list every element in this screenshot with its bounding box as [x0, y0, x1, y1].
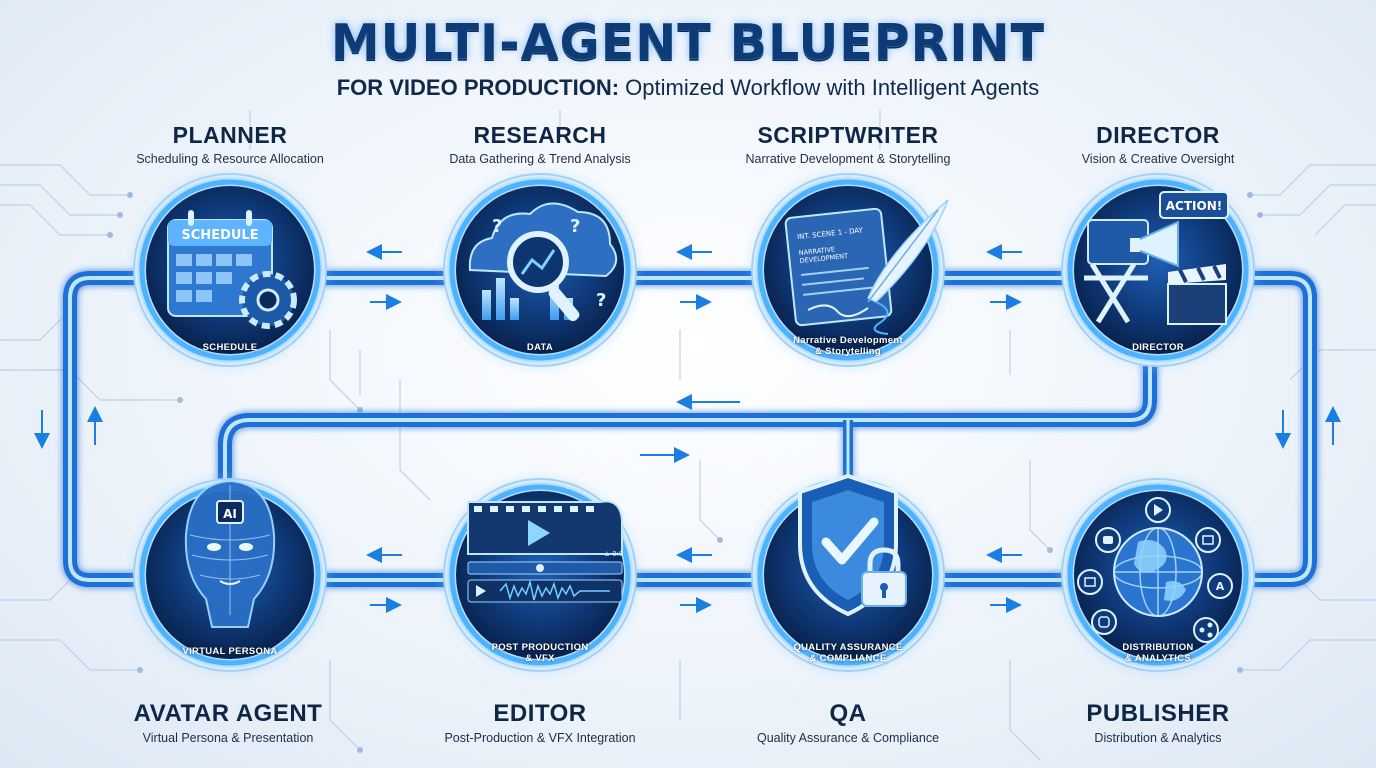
node-qa-heading: QA Quality Assurance & Compliance: [698, 700, 998, 745]
circuit-dots: [107, 192, 1263, 753]
page-subtitle: FOR VIDEO PRODUCTION: Optimized Workflow…: [0, 75, 1376, 101]
shield-check-lock-icon: [798, 473, 907, 617]
node-caption: QUALITY ASSURANCE & COMPLIANCE: [793, 642, 903, 664]
node-director-heading: DIRECTOR Vision & Creative Oversight: [1008, 122, 1308, 166]
node-name: DIRECTOR: [1096, 122, 1220, 148]
node-name: SCRIPTWRITER: [757, 122, 939, 148]
director-chair-megaphone-icon: ACTION!: [1084, 191, 1229, 325]
flow-arrows: [34, 244, 1341, 613]
node-desc: Post-Production & VFX Integration: [444, 731, 636, 745]
globe-social-icon: A: [1077, 497, 1233, 643]
node-desc: Distribution & Analytics: [1094, 731, 1222, 745]
node-publisher-heading: PUBLISHER Distribution & Analytics: [1008, 700, 1308, 745]
svg-text:?: ?: [570, 216, 580, 237]
node-caption: DIRECTOR: [1132, 342, 1184, 353]
node-caption: SCHEDULE: [202, 342, 258, 353]
node-editor-heading: EDITOR Post-Production & VFX Integration: [390, 700, 690, 745]
node-desc: Narrative Development & Storytelling: [745, 152, 951, 166]
node-name: RESEARCH: [473, 122, 607, 148]
node-name: QA: [829, 700, 867, 727]
node-desc: Data Gathering & Trend Analysis: [449, 152, 631, 166]
node-caption: DATA: [526, 342, 554, 353]
node-desc: Scheduling & Resource Allocation: [136, 152, 324, 166]
calendar-gear-icon: SCHEDULE: [167, 210, 297, 329]
svg-text:?: ?: [492, 216, 502, 237]
narrative-label: NARRATIVE: [798, 245, 835, 257]
node-name: PLANNER: [172, 122, 288, 148]
page-title: MULTI-AGENT BLUEPRINT: [330, 14, 1046, 71]
node-name: EDITOR: [493, 700, 587, 727]
cloud-magnifier-chart-icon: ? ? ?: [468, 202, 617, 322]
node-caption: VIRTUAL PERSONA: [182, 646, 278, 657]
subtitle-rest: Optimized Workflow with Intelligent Agen…: [619, 75, 1040, 100]
ai-chip-label: AI: [223, 507, 237, 521]
circuit-traces: [0, 110, 1376, 761]
node-scriptwriter-heading: SCRIPTWRITER Narrative Development & Sto…: [698, 122, 998, 166]
schedule-icon-label: SCHEDULE: [181, 228, 258, 243]
svg-text:?: ?: [596, 290, 606, 311]
node-planner-heading: PLANNER Scheduling & Resource Allocation: [80, 122, 380, 166]
node-name: PUBLISHER: [1086, 700, 1230, 727]
ai-head-icon: AI: [184, 479, 276, 628]
node-desc: Vision & Creative Oversight: [1081, 152, 1235, 166]
node-name: AVATAR AGENT: [133, 700, 323, 727]
script-quill-icon: INT. SCENE 1 - DAY NARRATIVE DEVELOPMENT: [784, 199, 949, 335]
node-research-heading: RESEARCH Data Gathering & Trend Analysis: [390, 122, 690, 166]
action-label: ACTION!: [1166, 199, 1222, 213]
film-timeline-icon: ± 0:0: [467, 500, 623, 603]
timecode-label: ± 0:0: [604, 550, 623, 558]
node-desc: Quality Assurance & Compliance: [756, 731, 940, 745]
node-caption: POST PRODUCTION & VFX: [491, 642, 589, 664]
svg-text:A: A: [1216, 580, 1225, 593]
node-caption: DISTRIBUTION & ANALYTICS: [1122, 642, 1194, 664]
subtitle-strong: FOR VIDEO PRODUCTION:: [336, 75, 620, 100]
workflow-pipes: [63, 271, 1317, 587]
node-avatar-heading: AVATAR AGENT Virtual Persona & Presentat…: [78, 700, 378, 745]
node-caption: Narrative Development & Storytelling: [793, 335, 903, 357]
node-desc: Virtual Persona & Presentation: [142, 731, 314, 745]
